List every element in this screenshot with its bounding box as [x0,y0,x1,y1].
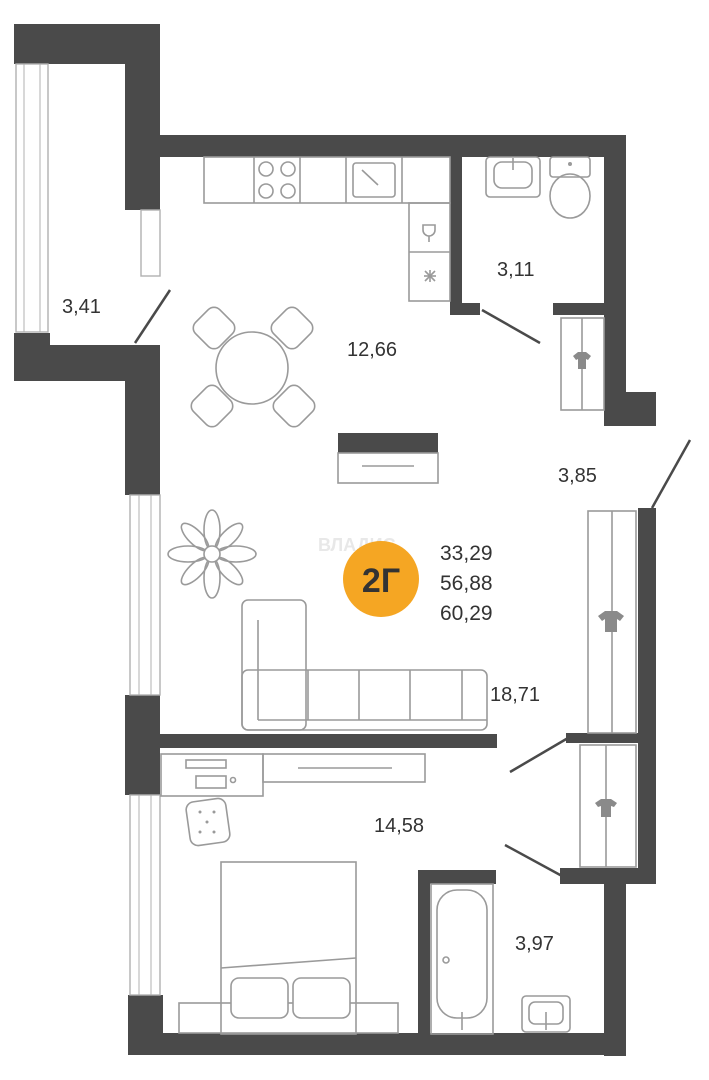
wardrobe-hall-low [579,744,637,868]
apartment-type-badge [343,541,419,617]
clothes-icon [573,352,591,369]
fridge-icon [424,270,436,282]
sink-icon [352,162,396,198]
toilet-icon [549,156,591,219]
living-area: 33,29 [440,542,493,565]
room-area-hall: 3,85 [558,465,597,487]
stove-icon [258,161,296,199]
total-area-with-balcony: 60,29 [440,602,493,625]
room-area-balcony: 3,41 [62,296,101,318]
windows [15,63,161,996]
dishwasher-icon [422,224,436,242]
room-area-living-room: 18,71 [490,684,540,706]
desk-icon [160,753,264,797]
wardrobe-hall-top [560,317,605,411]
bathtub-icon [430,883,494,1035]
sofa-icon [241,599,488,731]
room-area-kitchen: 12,66 [347,339,397,361]
clothes-icon [595,799,617,817]
washbasin-icon [485,156,541,198]
room-area-bedroom: 14,58 [374,815,424,837]
bedroom-tv-icon [262,753,426,783]
room-area-bathroom: 3,97 [515,933,554,955]
clothes-icon [598,611,624,632]
walls [14,24,656,1056]
kitchen-counter [203,156,451,302]
apartment-type-label: 2Г [362,562,400,600]
tv-icon [337,433,439,484]
bath-washbasin-icon [521,995,571,1033]
room-area-wc: 3,11 [497,259,534,281]
plant-icon [167,509,257,599]
chair-icon [185,797,231,847]
doors [133,289,692,878]
bed-icon [178,861,399,1035]
total-area: 56,88 [440,572,493,595]
wardrobe-hall-mid [587,510,637,734]
dining-table-icon [190,306,316,428]
